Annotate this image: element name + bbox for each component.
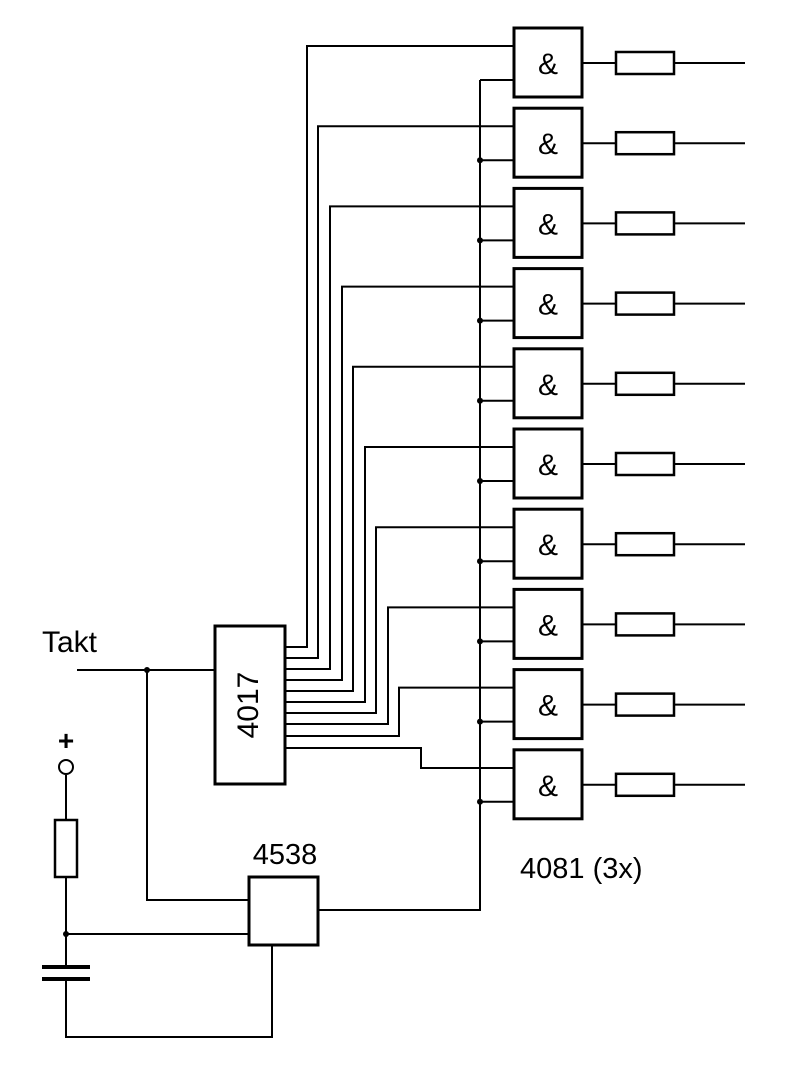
enable-junction-1: [477, 157, 483, 164]
counter-output-0: [285, 45, 514, 648]
output-resistor-8: [614, 692, 676, 717]
and-gate-symbol-9: &: [538, 770, 558, 803]
monoflop-4538-box: [247, 875, 320, 947]
enable-junction-4: [477, 397, 483, 404]
output-resistor-2: [614, 211, 676, 236]
counter-output-1: [285, 125, 514, 659]
and-gate-symbol-6: &: [538, 529, 558, 562]
and-gate-3: [512, 267, 584, 340]
wires: [63, 45, 745, 1038]
output-resistor-1: [614, 130, 676, 156]
counter-output-5: [285, 446, 514, 703]
output-resistor-3: [614, 291, 676, 316]
clock-to-monoflop-wire: [146, 670, 249, 901]
and-gate-symbol-2: &: [538, 208, 558, 241]
counter-output-2: [285, 205, 514, 670]
and-gate-symbol-4: &: [538, 369, 558, 402]
output-resistor-6: [614, 531, 676, 557]
and-gate-0: [512, 26, 584, 99]
counter-output-8: [285, 686, 514, 737]
clock-junction: [144, 667, 150, 673]
supply-terminal: [58, 759, 74, 775]
output-resistor-9: [614, 772, 676, 798]
timing-resistor: [53, 818, 79, 879]
enable-junction-7: [477, 638, 483, 645]
output-resistor-4: [614, 371, 676, 397]
and-gate-symbol-3: &: [538, 289, 558, 322]
and-gate-symbol-0: &: [538, 48, 558, 81]
counter-output-9: [285, 747, 514, 769]
and-ic-label: 4081 (3x): [520, 853, 643, 885]
counter-output-4: [285, 365, 514, 692]
enable-junction-6: [477, 558, 483, 565]
enable-junction-2: [477, 237, 483, 244]
and-gate-6: [512, 507, 584, 580]
output-resistor-5: [614, 451, 676, 477]
and-gate-symbol-8: &: [538, 690, 558, 723]
and-gate-symbol-1: &: [538, 128, 558, 161]
and-gate-5: [512, 427, 584, 500]
and-gate-1: [512, 106, 584, 179]
enable-junction-3: [477, 317, 483, 324]
and-gate-8: [512, 668, 584, 741]
and-gates: & & & & & & & & & &: [512, 26, 676, 821]
output-resistor-0: [614, 50, 676, 76]
and-gate-symbol-5: &: [538, 449, 558, 482]
and-gate-7: [512, 587, 584, 660]
counter-output-6: [285, 526, 514, 714]
and-gate-9: [512, 748, 584, 821]
capacitor-return-wire: [65, 945, 273, 1038]
enable-junction-9: [477, 798, 483, 805]
and-gate-symbol-7: &: [538, 609, 558, 642]
and-gate-2: [512, 186, 584, 259]
supply-plus-label: +: [58, 725, 74, 756]
clock-input-label: Takt: [42, 626, 98, 659]
counter-output-3: [285, 285, 514, 681]
counter-4017-label: 4017: [232, 672, 265, 739]
monoflop-4538-label: 4538: [253, 839, 318, 871]
enable-junction-8: [477, 718, 483, 725]
counter-4017-box: [213, 624, 287, 786]
output-resistor-7: [614, 612, 676, 637]
and-gate-4: [512, 347, 584, 420]
enable-bus: [318, 80, 481, 911]
rc-junction: [63, 931, 69, 937]
counter-output-7: [285, 606, 514, 725]
enable-junction-5: [477, 478, 483, 484]
